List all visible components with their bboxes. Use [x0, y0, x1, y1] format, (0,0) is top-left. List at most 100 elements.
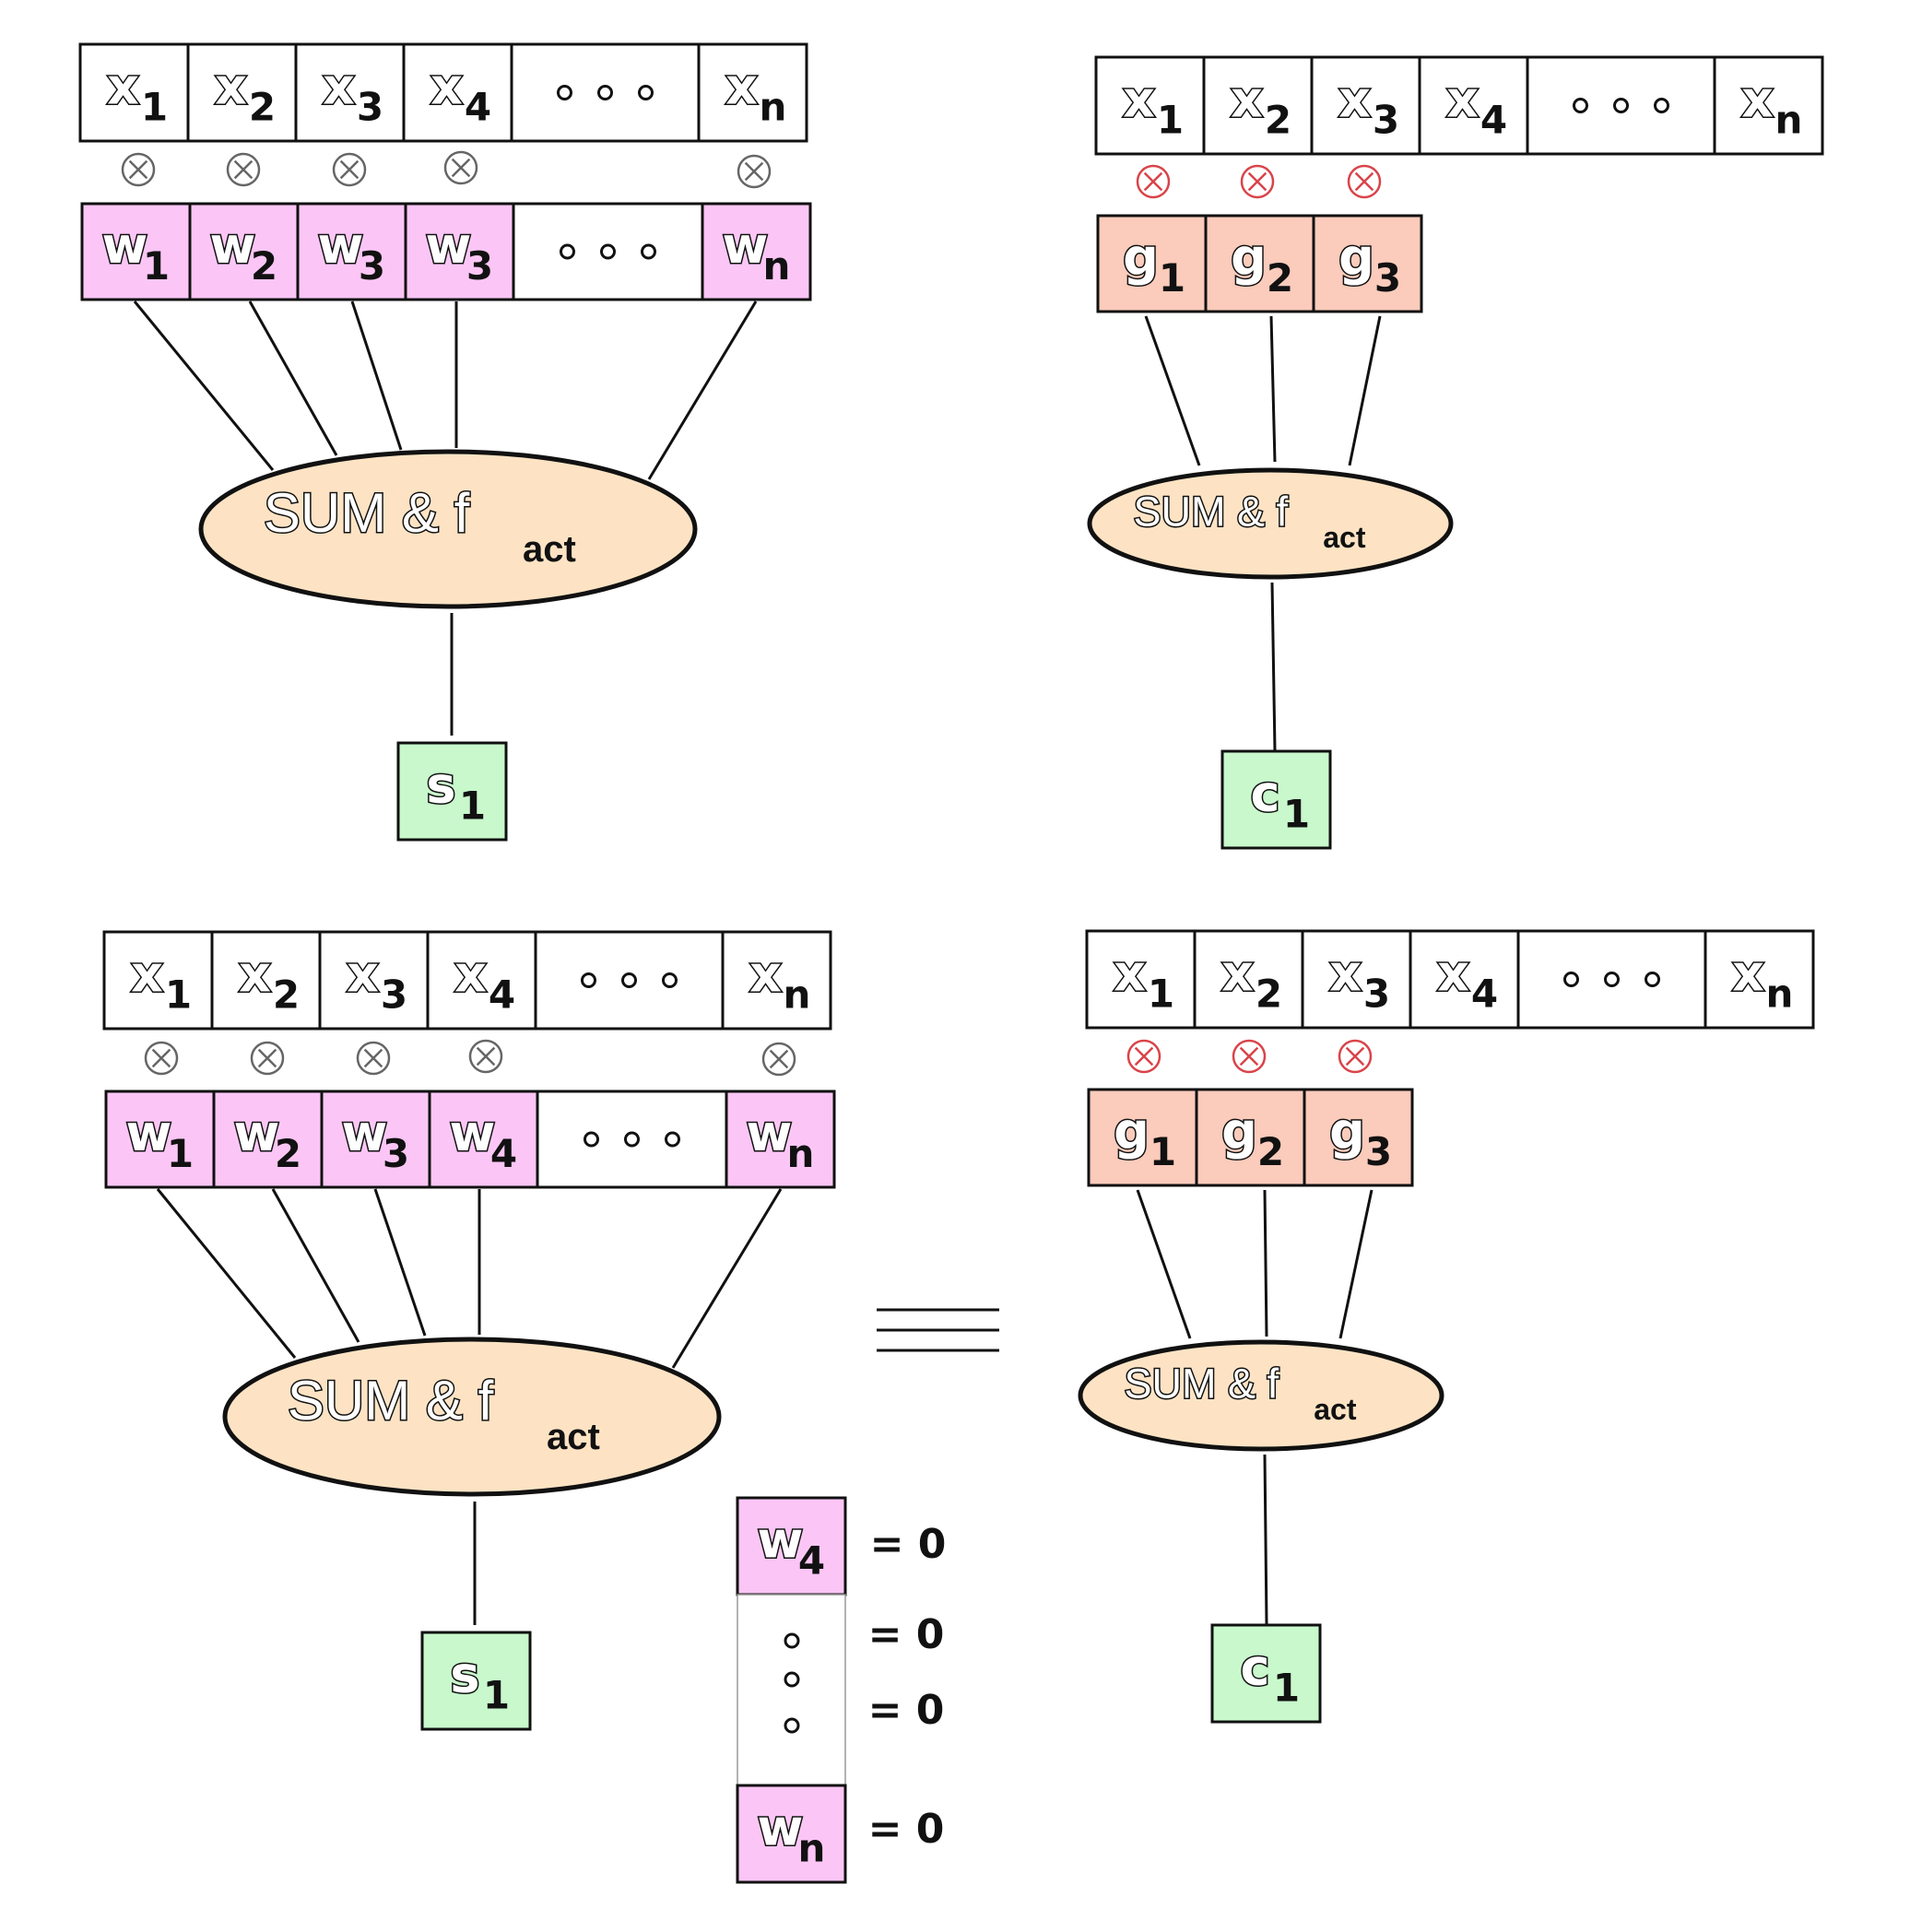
ellipsis-icon	[584, 1131, 680, 1148]
zero-value-label: = 0	[868, 1611, 945, 1658]
tl-weight-w1-cell: w1	[80, 202, 192, 301]
tr-gate-g3-cell-subscript: 3	[1374, 255, 1401, 300]
tr-input-x1-cell-label: x	[1123, 71, 1155, 129]
activation-subscript: act	[1314, 1393, 1357, 1426]
circled-times-icon	[443, 150, 478, 185]
tl-input-xn-cell-subscript: n	[760, 85, 787, 130]
br-gate-g1-cell-subscript: 1	[1150, 1129, 1176, 1174]
circled-times-icon	[1338, 1039, 1373, 1074]
br-gate-g3-cell-subscript: 3	[1365, 1129, 1392, 1174]
bl-weight-ellipsis-cell	[536, 1090, 728, 1189]
tr-gate-g1-cell-label: g	[1123, 229, 1159, 287]
tr-gate-g2-cell-label: g	[1231, 229, 1267, 287]
br-gate-g1-cell-label: g	[1114, 1102, 1150, 1160]
bl-weight-w2-cell-subscript: 2	[275, 1131, 301, 1176]
connection-line	[647, 300, 758, 480]
tl-output-s1-box-subscript: 1	[459, 783, 486, 829]
tl-output-s1-box-label: s	[426, 757, 455, 815]
bl-input-x1-cell-label: x	[131, 946, 163, 1004]
tl-weight-w3-cell: w3	[296, 202, 407, 301]
zero-value-label: = 0	[868, 1806, 945, 1853]
tl-input-x3-cell-label: x	[323, 58, 355, 116]
connection-line	[271, 1188, 360, 1343]
connection-line	[133, 300, 275, 471]
br-input-x2-cell-subscript: 2	[1256, 972, 1282, 1017]
legend-w4-box: w4	[736, 1496, 847, 1596]
bl-weight-w3-cell: w3	[320, 1090, 431, 1189]
bl-input-x4-cell-subscript: 4	[489, 972, 515, 1018]
tl-input-x1-cell-label: x	[107, 58, 139, 116]
bl-weight-w4-cell-subscript: 4	[490, 1131, 517, 1176]
br-input-x3-cell-label: x	[1329, 945, 1362, 1003]
bl-weight-w2-cell-label: w	[234, 1104, 280, 1162]
tr-output-c1-box-subscript: 1	[1283, 792, 1310, 837]
circled-times-icon	[226, 152, 261, 187]
legend-wn-box-subscript: n	[798, 1826, 826, 1871]
br-gate-g2-cell-subscript: 2	[1257, 1129, 1284, 1174]
br-input-x2-cell-label: x	[1221, 945, 1254, 1003]
circled-times-icon	[1126, 1039, 1161, 1074]
bl-output-s1-box-label: s	[450, 1646, 479, 1704]
connection-line	[1263, 1189, 1268, 1337]
connection-line	[248, 300, 338, 456]
tl-weight-w2-cell: w2	[188, 202, 300, 301]
circled-times-icon	[121, 152, 156, 187]
bl-input-x2-cell-subscript: 2	[273, 972, 300, 1018]
triple-bar-icon: ≡	[877, 1308, 999, 1352]
bl-input-x3-cell-label: x	[347, 946, 379, 1004]
circled-times-icon	[1136, 164, 1171, 199]
bl-input-x1-cell-subscript: 1	[165, 972, 192, 1018]
tl-input-x3-cell-subscript: 3	[357, 85, 383, 130]
circled-times-icon	[761, 1042, 796, 1077]
tl-input-x4-cell-label: x	[430, 58, 463, 116]
bl-weight-w2-cell: w2	[212, 1090, 324, 1189]
bl-weight-wn-cell-subscript: n	[787, 1131, 815, 1176]
connection-line	[156, 1188, 297, 1359]
legend-wn-box: wn	[736, 1784, 847, 1884]
tr-gate-g2-cell-subscript: 2	[1267, 255, 1293, 300]
br-input-x3-cell-subscript: 3	[1363, 972, 1390, 1017]
bl-input-x2-cell-label: x	[239, 946, 271, 1004]
bl-input-x3-cell-subscript: 3	[381, 972, 407, 1018]
bl-weight-w3-cell-subscript: 3	[383, 1131, 409, 1176]
connection-line	[1269, 315, 1277, 463]
circled-times-icon	[144, 1041, 179, 1076]
tr-input-x4-cell-label: x	[1446, 71, 1479, 129]
legend-wn-box-label: w	[758, 1799, 804, 1857]
tl-weight-w2-cell-subscript: 2	[251, 243, 277, 289]
connection-line	[1263, 1454, 1268, 1625]
br-input-xn-cell-subscript: n	[1766, 972, 1794, 1017]
tl-input-ellipsis-cell	[510, 42, 701, 143]
tr-input-x4-cell-subscript: 4	[1480, 98, 1507, 143]
bl-weight-w1-cell-subscript: 1	[167, 1131, 194, 1176]
legend-ellipsis-box	[737, 1594, 846, 1786]
tl-input-x4-cell-subscript: 4	[465, 85, 491, 130]
ellipsis-icon	[557, 85, 654, 100]
br-output-c1-box-label: c	[1240, 1639, 1269, 1697]
circled-times-icon	[332, 152, 367, 187]
connection-line	[373, 1188, 427, 1337]
circled-times-icon	[356, 1041, 391, 1076]
activation-subscript: act	[547, 1417, 600, 1457]
zero-value-label: = 0	[868, 1687, 945, 1734]
bl-weight-w1-cell-label: w	[126, 1104, 172, 1162]
bl-input-xn-cell-subscript: n	[784, 972, 811, 1018]
circled-times-icon	[250, 1041, 285, 1076]
